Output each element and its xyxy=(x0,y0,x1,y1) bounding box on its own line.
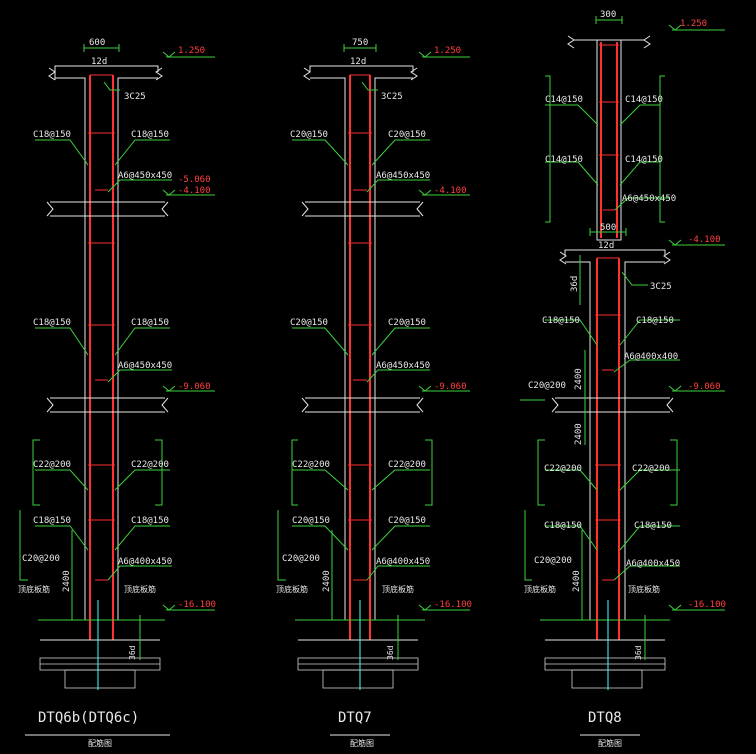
w1-elev-1b: -4.100 xyxy=(178,186,211,196)
w1-s4-left: C18@150 xyxy=(33,516,71,526)
w1-subtitle: 配筋图 xyxy=(88,738,112,748)
w2-subtitle: 配筋图 xyxy=(350,738,374,748)
w1-s3-left: C22@200 xyxy=(33,460,71,470)
w3-anchor-3: 2400 xyxy=(574,423,584,445)
w1-side-left: 顶底板筋 xyxy=(18,584,50,594)
w3-s0b-left: C14@150 xyxy=(545,155,583,165)
w2-anchor: 2400 xyxy=(322,570,332,592)
w1-s1-right: C18@150 xyxy=(131,130,169,140)
w2-elev-1b: -4.100 xyxy=(434,186,467,196)
w1-s1-tie: A6@450x450 xyxy=(118,171,172,181)
w2-s1-tie: A6@450x450 xyxy=(376,171,430,181)
w3-base-dim: 36d xyxy=(634,645,643,660)
w2-elev-bottom: -16.100 xyxy=(434,600,472,610)
w3-s4-extra: C20@200 xyxy=(534,556,572,566)
w1-top-bar: 3C25 xyxy=(124,92,146,102)
w3-title: DTQ8 xyxy=(588,710,622,726)
w1-s4-right: C18@150 xyxy=(131,516,169,526)
w2-top-bar: 3C25 xyxy=(381,92,403,102)
w1-elev-bottom: -16.100 xyxy=(178,600,216,610)
w1-s2-right: C18@150 xyxy=(131,318,169,328)
w3-s0a-right: C14@150 xyxy=(625,95,663,105)
w3-s3-right: C22@200 xyxy=(632,464,670,474)
w3-s0-tie: A6@450x450 xyxy=(622,194,676,204)
w2-s4-tie: A6@400x450 xyxy=(376,557,430,567)
w1-base-dim: 36d xyxy=(128,645,137,660)
w2-s2-left: C20@150 xyxy=(290,318,328,328)
w2-s4-extra: C20@200 xyxy=(282,554,320,564)
w2-side-left: 顶底板筋 xyxy=(276,584,308,594)
w2-s4-right: C20@150 xyxy=(388,516,426,526)
wall-section-dtq6b xyxy=(19,44,215,736)
w3-width-label-2: 500 xyxy=(600,223,616,233)
w3-anchor: 2400 xyxy=(572,570,582,592)
w2-s1-left: C20@150 xyxy=(290,130,328,140)
wall-section-dtq8 xyxy=(520,16,725,736)
w3-top-bar: 3C25 xyxy=(650,282,672,292)
w2-width-label: 750 xyxy=(352,38,368,48)
w3-cap-label: 12d xyxy=(598,241,614,251)
w2-base-dim: 36d xyxy=(386,645,395,660)
w3-anchor-2: 2400 xyxy=(574,368,584,390)
w3-s4-right: C18@150 xyxy=(634,521,672,531)
w2-s4-left: C20@150 xyxy=(292,516,330,526)
w3-elev-2: -9.060 xyxy=(688,382,721,392)
w2-s3-right: C22@200 xyxy=(388,460,426,470)
w1-elev-top: 1.250 xyxy=(178,46,205,56)
w1-s4-tie: A6@400x450 xyxy=(118,557,172,567)
w1-elev-1: -5.060 xyxy=(178,175,211,185)
w3-side-right: 顶底板筋 xyxy=(628,584,660,594)
w1-title: DTQ6b(DTQ6c) xyxy=(38,710,139,726)
w3-elev-1b: -4.100 xyxy=(688,235,721,245)
w3-elev-top: 1.250 xyxy=(680,19,707,29)
w3-subtitle: 配筋图 xyxy=(598,738,622,748)
w3-s3-left: C22@200 xyxy=(544,464,582,474)
w1-s2-left: C18@150 xyxy=(33,318,71,328)
w2-elev-top: 1.250 xyxy=(434,46,461,56)
w3-s0a-left: C14@150 xyxy=(545,95,583,105)
w3-width-label: 300 xyxy=(600,10,616,20)
w2-s2-tie: A6@450x450 xyxy=(376,361,430,371)
w2-elev-2: -9.060 xyxy=(434,382,467,392)
w2-side-right: 顶底板筋 xyxy=(382,584,414,594)
w1-cap-label: 12d xyxy=(91,57,107,67)
w3-s1-tie: A6@400x400 xyxy=(624,352,678,362)
w1-s1-left: C18@150 xyxy=(33,130,71,140)
w2-cap-label: 12d xyxy=(350,57,366,67)
w3-s1-left: C18@150 xyxy=(542,316,580,326)
w2-s2-right: C20@150 xyxy=(388,318,426,328)
w3-elev-bottom: -16.100 xyxy=(688,600,726,610)
w3-s4-left: C18@150 xyxy=(544,521,582,531)
wall-section-dtq7 xyxy=(277,44,470,736)
w2-s3-left: C22@200 xyxy=(292,460,330,470)
w3-s0b-right: C14@150 xyxy=(625,155,663,165)
w3-s1-right: C18@150 xyxy=(636,316,674,326)
w1-s2-tie: A6@450x450 xyxy=(118,361,172,371)
w1-side-right: 顶底板筋 xyxy=(124,584,156,594)
w3-side-left: 顶底板筋 xyxy=(524,584,556,594)
w1-s3-right: C22@200 xyxy=(131,460,169,470)
w2-s1-right: C20@150 xyxy=(388,130,426,140)
w1-s4-extra: C20@200 xyxy=(22,554,60,564)
w2-title: DTQ7 xyxy=(338,710,372,726)
w3-s4-tie: A6@400x450 xyxy=(626,559,680,569)
w1-width-label: 600 xyxy=(89,38,105,48)
w1-elev-2: -9.060 xyxy=(178,382,211,392)
w1-anchor: 2400 xyxy=(62,570,72,592)
w3-lap: 36d xyxy=(570,276,580,292)
w3-s2-extra: C20@200 xyxy=(528,381,566,391)
